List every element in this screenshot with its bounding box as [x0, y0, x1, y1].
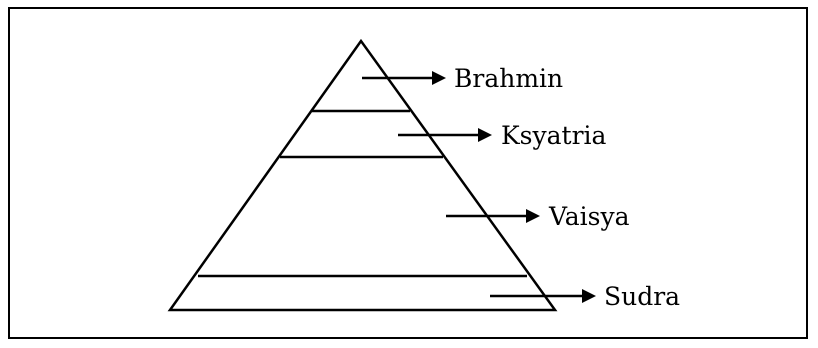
tier-label-ksyatria: Ksyatria — [501, 121, 607, 150]
arrowhead-icon — [432, 71, 446, 85]
arrowhead-icon — [478, 128, 492, 142]
diagram-frame — [8, 7, 808, 339]
tier-arrow-brahmin — [362, 71, 446, 85]
arrowhead-icon — [526, 209, 540, 223]
tier-arrow-ksyatria — [398, 128, 492, 142]
pyramid-outline — [167, 38, 558, 312]
tier-arrow-vaisya — [446, 209, 540, 223]
tier-label-sudra: Sudra — [604, 282, 680, 311]
tier-arrow-sudra — [490, 289, 596, 303]
tier-label-vaisya: Vaisya — [548, 202, 630, 231]
tier-label-brahmin: Brahmin — [454, 64, 563, 93]
arrowhead-icon — [582, 289, 596, 303]
